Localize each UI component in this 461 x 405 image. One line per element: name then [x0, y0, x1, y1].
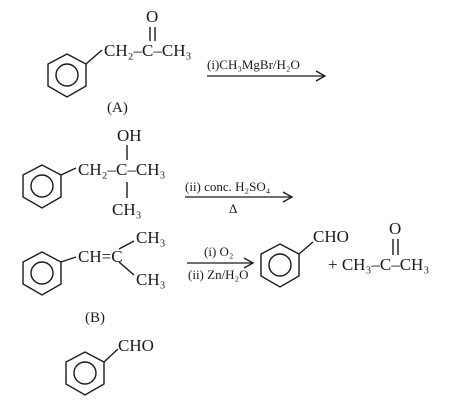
ring-to-chain-bond-b [60, 256, 77, 263]
c-methyl-top-bond [118, 240, 135, 250]
acetone-formula: + CH₃–C–CH₃ [328, 255, 429, 274]
benzaldehyde-final: CHO [65, 336, 154, 396]
benzene-ring-product [260, 243, 300, 288]
compound-a-label: (A) [107, 100, 128, 116]
aldehyde-group-final: CHO [118, 336, 154, 355]
chain-alcohol: CH₂–C–CH₃ [78, 160, 165, 179]
step2-arrow-head [282, 191, 294, 203]
benzene-ring-b [22, 251, 62, 296]
c-methyl-bottom-bond [118, 261, 135, 276]
benzene-ring-final [65, 351, 105, 396]
benzene-ring-alcohol [22, 164, 62, 209]
ring-to-chain-bond-alcohol [60, 167, 77, 176]
ring-to-cho-bond-final [103, 348, 119, 363]
chain-a: CH₂–C–CH₃ [104, 41, 191, 60]
methyl-bottom-b: CH₃ [136, 270, 166, 289]
step3-reagent-bottom: (ii) Zn/H₂O [188, 267, 249, 282]
aromatic-circle-a [55, 63, 79, 87]
step2-reagent: (ii) conc. H₂SO₄ [185, 179, 271, 194]
step3-arrow: (i) O₂ (ii) Zn/H₂O [187, 244, 255, 282]
acetone-oxygen: O [389, 219, 401, 238]
aromatic-circle-product [268, 253, 292, 277]
acetone-product: + CH₃–C–CH₃ O [328, 219, 429, 274]
compound-b: CH=C CH₃ CH₃ [22, 228, 166, 296]
alkene-chain: CH=C [78, 247, 123, 266]
compound-b-label: (B) [85, 310, 105, 326]
benzaldehyde-product: CHO [260, 227, 349, 288]
step3-arrow-head [243, 257, 255, 269]
carbonyl-oxygen-a: O [146, 7, 158, 26]
aldehyde-group: CHO [313, 227, 349, 246]
hydroxyl-group: OH [117, 126, 142, 145]
step2-heat: Δ [229, 201, 237, 216]
benzene-ring-a [47, 53, 87, 98]
methyl-alcohol: CH₃ [112, 200, 142, 219]
aromatic-circle-b [30, 261, 54, 285]
alcohol-intermediate: OH CH₂–C–CH₃ CH₃ [22, 126, 165, 219]
aromatic-circle-alcohol [30, 174, 54, 198]
ring-to-cho-bond [298, 241, 314, 255]
step1-arrow-head [315, 70, 327, 82]
ring-to-chain-bond-a [85, 49, 103, 65]
aromatic-circle-final [73, 361, 97, 385]
step1-arrow: (i)CH₃MgBr/H₂O [207, 57, 327, 82]
step3-reagent-top: (i) O₂ [204, 244, 233, 259]
step1-reagent: (i)CH₃MgBr/H₂O [207, 57, 300, 72]
compound-a: CH₂–C–CH₃ O [47, 7, 191, 98]
methyl-top-b: CH₃ [136, 228, 166, 247]
step2-arrow: (ii) conc. H₂SO₄ Δ [185, 179, 294, 216]
